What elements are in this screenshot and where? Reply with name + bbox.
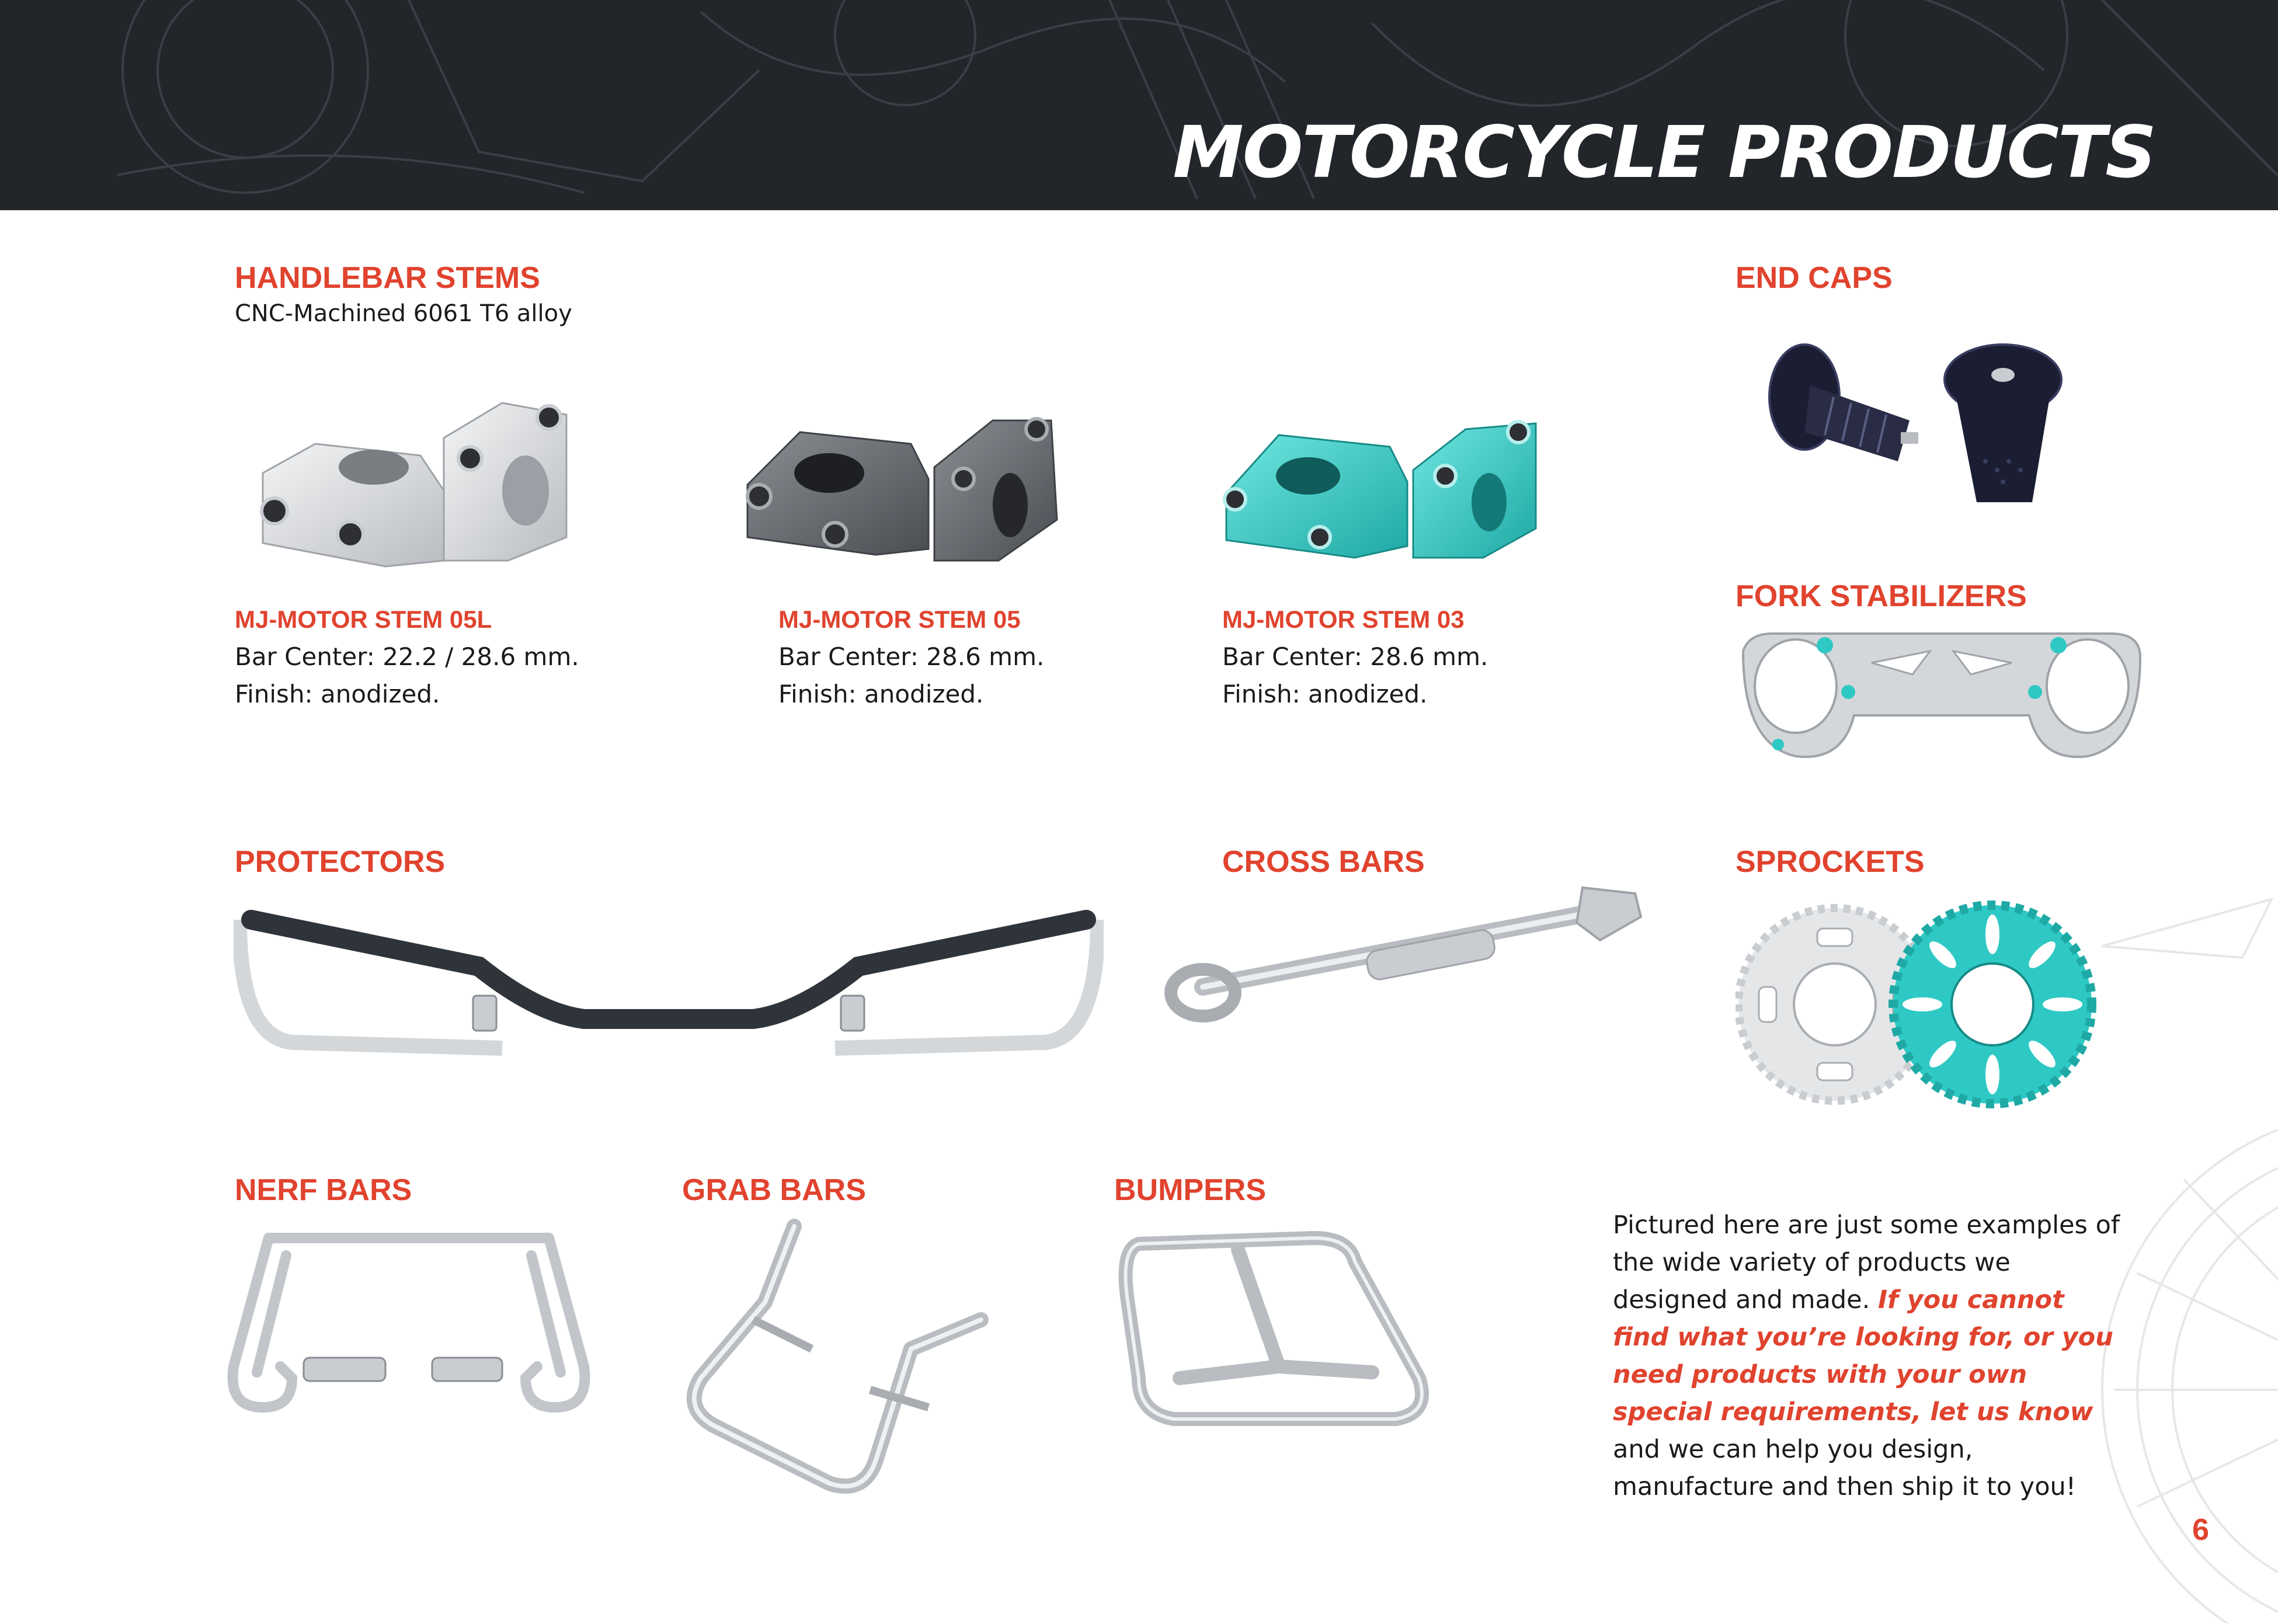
wheel-sketch-background	[2101, 897, 2278, 1623]
stem-03-specs: Bar Center: 28.6 mm. Finish: anodized.	[1222, 638, 1488, 713]
closing-note: Pictured here are just some examples of …	[1613, 1206, 2127, 1505]
handlebar-stems-heading: HANDLEBAR STEMS	[235, 261, 540, 295]
sprockets-image	[1736, 900, 2096, 1108]
stem-05l-bar-center: Bar Center: 22.2 / 28.6 mm.	[235, 642, 579, 671]
note-outro: and we can help you design, manufacture …	[1613, 1435, 2077, 1501]
header-banner: MOTORCYCLE PRODUCTS	[0, 0, 2278, 210]
bumpers-heading: BUMPERS	[1114, 1173, 1267, 1207]
bumper-image	[1118, 1231, 1429, 1426]
fork-stabilizer-image	[1741, 632, 2142, 759]
engine-sketch-background	[116, 0, 2278, 199]
end-caps-image	[1768, 343, 2063, 502]
note-emphasis: If you cannot find what you’re looking f…	[1613, 1285, 2113, 1427]
end-caps-heading: END CAPS	[1736, 261, 1893, 295]
note-intro: Pictured here are just some examples of …	[1613, 1211, 2120, 1314]
cross-bars-heading: CROSS BARS	[1222, 845, 1425, 879]
fork-stabilizers-heading: FORK STABILIZERS	[1736, 579, 2027, 613]
nerf-bars-heading: NERF BARS	[235, 1173, 412, 1207]
protectors-heading: PROTECTORS	[235, 845, 446, 879]
protectors-image	[234, 910, 1104, 1056]
stem-05-image	[746, 417, 1058, 562]
stem-05-name: MJ-MOTOR STEM 05	[778, 606, 1021, 633]
handlebar-stems-subtitle: CNC-Machined 6061 T6 alloy	[235, 300, 572, 327]
stem-05-bar-center: Bar Center: 28.6 mm.	[778, 642, 1045, 671]
stem-03-image	[1223, 420, 1537, 559]
stem-05l-name: MJ-MOTOR STEM 05L	[235, 606, 492, 633]
stem-05l-finish: Finish: anodized.	[235, 680, 440, 708]
stem-05l-image	[260, 402, 568, 568]
stem-05l-specs: Bar Center: 22.2 / 28.6 mm. Finish: anod…	[235, 638, 579, 713]
stem-05-specs: Bar Center: 28.6 mm. Finish: anodized.	[778, 638, 1044, 713]
sprockets-heading: SPROCKETS	[1736, 845, 1925, 879]
stem-03-finish: Finish: anodized.	[1222, 680, 1428, 708]
nerf-bars-image	[227, 1233, 590, 1413]
stem-03-bar-center: Bar Center: 28.6 mm.	[1222, 642, 1488, 671]
grab-bars-heading: GRAB BARS	[682, 1173, 866, 1207]
page-title: MOTORCYCLE PRODUCTS	[1173, 111, 2157, 194]
cross-bar-image	[1164, 886, 1643, 1023]
stem-03-name: MJ-MOTOR STEM 03	[1222, 606, 1465, 633]
stem-05-finish: Finish: anodized.	[778, 680, 984, 708]
grab-bar-image	[686, 1219, 989, 1494]
page-number: 6	[2192, 1513, 2209, 1547]
